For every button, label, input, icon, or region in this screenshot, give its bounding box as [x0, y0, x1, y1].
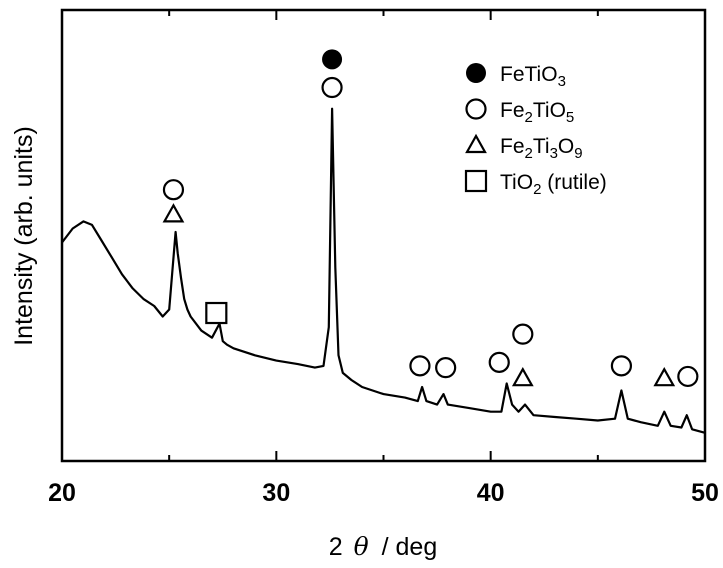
legend-label-part: Fe [500, 99, 525, 122]
legend-label-part: (rutile) [541, 171, 606, 194]
open-circle-annotation-marker [409, 355, 431, 377]
legend-label: Fe2Ti3O9 [500, 135, 583, 162]
open-circle-annotation-marker [512, 323, 534, 345]
x-tick-label: 50 [691, 479, 719, 507]
legend-label-part: 3 [558, 73, 566, 90]
legend-label-part: 2 [525, 145, 533, 162]
open-triangle-annotation-marker [511, 366, 534, 387]
x-axis-ticks [61, 10, 706, 461]
open-circle-annotation-marker [435, 357, 457, 379]
series-line [61, 107, 706, 434]
legend-label-part: 3 [550, 145, 558, 162]
legend-label: Fe2TiO5 [500, 99, 574, 126]
legend-label-part: O [558, 135, 574, 158]
legend-label-part: TiO [500, 171, 533, 194]
legend-marker-filled-circle [466, 63, 486, 83]
open-triangle-annotation-marker [162, 203, 185, 223]
legend-marker-open-circle [465, 98, 487, 120]
open-circle-annotation-marker [162, 179, 185, 201]
legend-label: TiO2 (rutile) [500, 171, 607, 198]
x-axis-title-prefix: 2 [329, 533, 343, 561]
legend-label: FeTiO3 [500, 63, 566, 90]
x-axis-title-suffix: / deg [382, 533, 438, 561]
legend-marker-open-square [464, 169, 488, 193]
open-circle-annotation-marker [488, 351, 510, 373]
legend-label-part: 2 [525, 109, 533, 126]
open-circle-annotation-marker [321, 76, 343, 99]
legend-marker-open-triangle [465, 133, 487, 154]
phase-markers [162, 49, 699, 388]
x-axis-title: 2 θ / deg [329, 532, 437, 561]
x-axis-title-symbol: θ [354, 532, 369, 561]
open-triangle-annotation-marker [653, 366, 676, 387]
x-tick-label: 40 [477, 479, 505, 507]
legend-label-part: 2 [533, 181, 541, 198]
y-axis-title: Intensity (arb. units) [10, 126, 38, 346]
legend-label-part: Ti [533, 135, 550, 158]
open-square-annotation-marker [205, 301, 228, 325]
x-tick-label: 20 [48, 479, 76, 507]
legend-label-part: 5 [566, 109, 574, 126]
x-axis-tick-labels: 20 30 40 50 [48, 479, 719, 507]
filled-circle-annotation-marker [322, 49, 343, 70]
open-circle-annotation-marker [677, 365, 699, 388]
x-tick-label: 30 [262, 479, 290, 507]
legend-label-part: 9 [574, 145, 582, 162]
legend-label-part: Fe [500, 135, 525, 158]
legend-label-part: TiO [533, 99, 566, 122]
legend-label-part: FeTiO [500, 63, 558, 86]
open-circle-annotation-marker [610, 355, 633, 377]
